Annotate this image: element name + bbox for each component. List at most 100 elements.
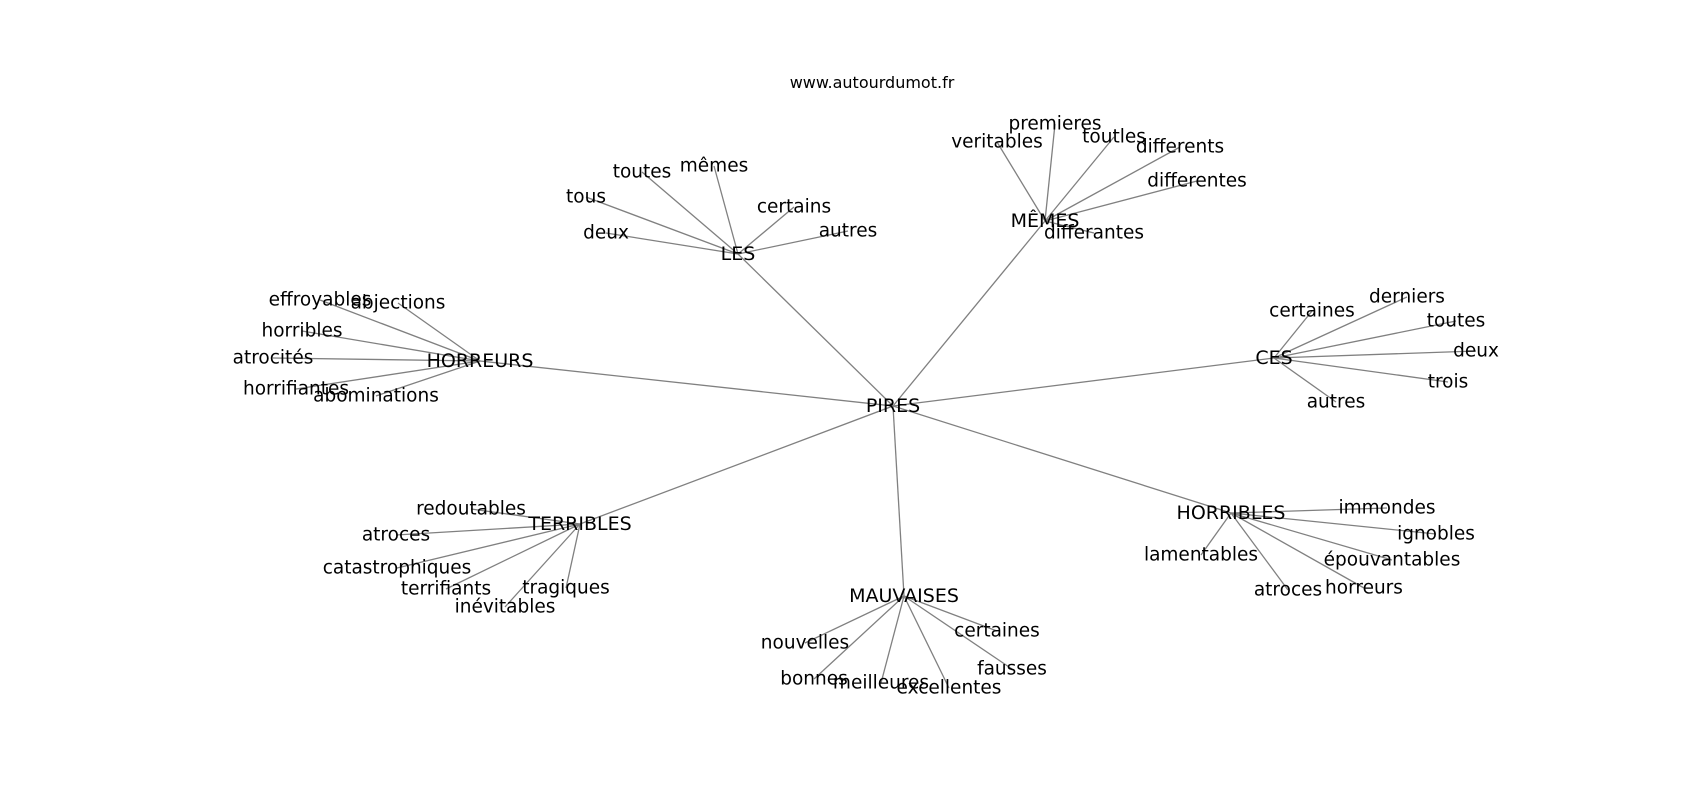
edge-horreurs-leaf <box>319 299 481 362</box>
leaf-node: veritables <box>951 132 1043 153</box>
edge-ces-leaf <box>1273 350 1477 359</box>
edge-center-terribles <box>579 405 894 525</box>
edge-ces-leaf <box>1273 310 1313 359</box>
hub-node-horreurs: HORREURS <box>427 350 534 372</box>
edge-horreurs-leaf <box>397 302 481 362</box>
graph-edges <box>272 123 1477 689</box>
leaf-node: certains <box>757 197 831 218</box>
leaf-node: premieres <box>1008 114 1101 135</box>
leaf-node: épouvantables <box>1324 550 1461 571</box>
edge-memes-leaf <box>1044 146 1181 222</box>
edge-mauvaises-leaf <box>804 595 905 644</box>
edge-les-leaf <box>737 206 795 255</box>
edge-les-leaf <box>737 230 849 255</box>
edge-terribles-leaf <box>395 523 581 536</box>
leaf-node: inévitables <box>455 597 556 618</box>
edge-les-leaf <box>585 196 739 255</box>
edge-ces-leaf <box>1273 320 1457 359</box>
leaf-node: tous <box>566 187 606 208</box>
edge-ces-leaf <box>1273 296 1408 359</box>
hub-node-les: LES <box>721 243 756 265</box>
site-credit: www.autourdumot.fr <box>790 73 955 92</box>
leaf-node: ignobles <box>1397 524 1475 545</box>
edge-horribles-leaf <box>1230 512 1393 561</box>
hub-node-ces: CES <box>1255 347 1292 369</box>
leaf-node: effroyables <box>269 290 372 311</box>
edge-center-les <box>737 253 894 407</box>
leaf-node: deux <box>583 223 629 244</box>
leaf-node: horrifiantes <box>243 379 349 400</box>
leaf-node: abominations <box>313 386 439 407</box>
leaf-node: autres <box>1307 392 1366 413</box>
leaf-node: horreurs <box>1325 578 1403 599</box>
leaf-node: abjections <box>351 293 446 314</box>
leaf-node: mêmes <box>680 156 748 177</box>
edge-ces-leaf <box>1273 357 1449 383</box>
edge-horribles-leaf <box>1230 512 1365 589</box>
edge-mauvaises-leaf <box>813 595 905 680</box>
edge-les-leaf <box>713 165 739 255</box>
edge-center-mauvaises <box>892 405 905 597</box>
leaf-node: nouvelles <box>761 633 849 654</box>
leaf-node: catastrophiques <box>323 558 472 579</box>
edge-horribles-leaf <box>1230 512 1289 591</box>
leaf-node: atrocités <box>233 348 314 369</box>
hub-node-mauvaises: MAUVAISES <box>849 585 959 607</box>
edge-memes-leaf <box>1044 180 1198 222</box>
leaf-node: immondes <box>1339 498 1436 519</box>
edge-terribles-leaf <box>565 523 581 589</box>
leaf-node: lamentables <box>1144 545 1258 566</box>
leaf-node: toutles <box>1082 127 1146 148</box>
leaf-node: redoutables <box>416 499 526 520</box>
edge-terribles-leaf <box>445 523 581 590</box>
leaf-node: derniers <box>1369 287 1445 308</box>
leaf-node: differantes <box>1044 223 1144 244</box>
edge-terribles-leaf <box>470 508 581 525</box>
hub-node-memes: MÊMES <box>1011 209 1080 232</box>
leaf-node: bonnes <box>780 669 848 690</box>
edge-center-ces <box>892 357 1275 407</box>
leaf-node: atroces <box>1254 580 1322 601</box>
edge-center-horreurs <box>479 360 894 407</box>
edge-horreurs-leaf <box>272 357 481 362</box>
edge-terribles-leaf <box>396 523 581 569</box>
edge-horreurs-leaf <box>301 330 481 362</box>
leaf-node: differents <box>1136 137 1224 158</box>
edge-les-leaf <box>605 232 739 255</box>
leaf-node: certaines <box>954 621 1040 642</box>
edge-memes-leaf <box>1044 123 1056 222</box>
leaf-node: deux <box>1453 341 1499 362</box>
hub-node-terribles: TERRIBLES <box>527 513 631 535</box>
edge-center-memes <box>892 220 1046 407</box>
edge-mauvaises-leaf <box>880 595 905 684</box>
edge-ces-leaf <box>1273 357 1337 403</box>
leaf-node: excellentes <box>897 678 1002 699</box>
edge-horreurs-leaf <box>375 360 481 397</box>
edge-mauvaises-leaf <box>903 595 950 689</box>
leaf-node: fausses <box>977 659 1047 680</box>
edge-center-horribles <box>892 405 1232 514</box>
leaf-node: toutes <box>1427 311 1486 332</box>
leaf-node: toutes <box>613 162 672 183</box>
edge-horribles-leaf <box>1230 507 1388 514</box>
edge-memes-leaf <box>996 141 1046 222</box>
edge-les-leaf <box>641 171 739 255</box>
edge-memes-leaf <box>1044 220 1095 234</box>
leaf-node: certaines <box>1269 301 1355 322</box>
hub-node-horribles: HORRIBLES <box>1177 502 1286 524</box>
leaf-node: tragiques <box>522 578 610 599</box>
leaf-node: trois <box>1428 372 1469 393</box>
leaf-node: terrifiants <box>401 579 491 600</box>
edge-horreurs-leaf <box>295 360 481 390</box>
edge-mauvaises-leaf <box>903 595 1013 670</box>
edge-horribles-leaf <box>1200 512 1232 556</box>
edge-mauvaises-leaf <box>903 595 998 632</box>
leaf-node: autres <box>819 221 878 242</box>
leaf-node: differentes <box>1147 171 1247 192</box>
edge-horribles-leaf <box>1230 512 1437 535</box>
leaf-node: horribles <box>262 321 343 342</box>
edge-memes-leaf <box>1044 136 1115 222</box>
edge-terribles-leaf <box>504 523 581 608</box>
